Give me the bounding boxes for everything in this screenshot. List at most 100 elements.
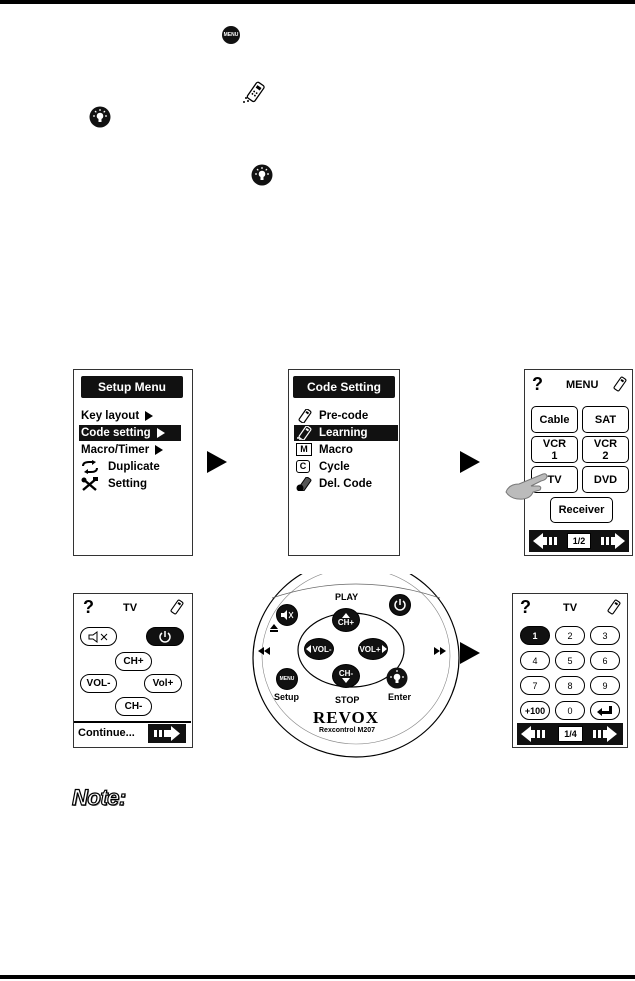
key-2[interactable]: 2 xyxy=(555,626,585,645)
menu-item-duplicate[interactable]: Duplicate xyxy=(81,459,160,475)
tv-screen: ? TV CH+ VOL- Vol+ CH- Continue... xyxy=(73,593,193,748)
stop-label: STOP xyxy=(335,695,360,705)
right-arrow-icon xyxy=(381,645,387,653)
page-nav-bar: 1/4 xyxy=(517,723,623,745)
key-9[interactable]: 9 xyxy=(590,676,620,695)
menu-item-macro[interactable]: M Macro xyxy=(296,442,353,458)
key-7[interactable]: 7 xyxy=(520,676,550,695)
menu-item-learning[interactable]: Learning xyxy=(294,425,398,441)
enter-bulb-icon xyxy=(251,164,273,186)
menu-button[interactable]: MENU xyxy=(276,668,298,690)
remote-icon xyxy=(298,408,312,424)
key-4[interactable]: 4 xyxy=(520,651,550,670)
menu-item-label: Key layout xyxy=(81,410,140,422)
menu-item-code-setting[interactable]: Code setting xyxy=(79,425,181,441)
page-indicator: 1/2 xyxy=(567,533,591,549)
mute-button[interactable] xyxy=(276,604,298,626)
menu-item-label: Macro xyxy=(319,444,353,456)
menu-item-label: Setting xyxy=(108,478,147,490)
remote-control: PLAY STOP CH+ CH- VOL- VOL+ MENU Setup E… xyxy=(252,570,460,758)
ch-up-label: CH+ xyxy=(337,618,355,627)
key-plus-100[interactable]: +100 xyxy=(520,701,550,720)
menu-item-label: Code setting xyxy=(81,427,151,439)
page-nav-bar: 1/2 xyxy=(529,530,629,552)
setup-label: Setup xyxy=(274,692,300,702)
device-button-vcr2[interactable]: VCR 2 xyxy=(582,436,629,463)
device-button-vcr1[interactable]: VCR 1 xyxy=(531,436,578,463)
play-label: PLAY xyxy=(335,592,359,602)
model-label: Rexcontrol M207 xyxy=(319,727,376,734)
menu-item-cycle[interactable]: C Cycle xyxy=(296,459,350,475)
bottom-rule xyxy=(0,975,635,979)
menu-item-macro-timer[interactable]: Macro/Timer xyxy=(81,442,164,458)
enter-key[interactable] xyxy=(590,701,620,720)
ch-down-button[interactable]: CH- xyxy=(332,664,360,688)
learning-icon xyxy=(297,425,312,441)
learning-remote-icon xyxy=(243,81,265,103)
ch-up-button[interactable]: CH+ xyxy=(115,652,152,671)
help-icon[interactable]: ? xyxy=(532,374,543,394)
power-button[interactable] xyxy=(146,627,184,646)
key-1[interactable]: 1 xyxy=(520,626,550,645)
next-arrow-icon xyxy=(154,726,180,741)
return-icon xyxy=(597,705,612,716)
enter-button[interactable] xyxy=(386,667,408,689)
next-page-icon[interactable] xyxy=(597,533,625,549)
vol-down-button[interactable]: VOL- xyxy=(304,638,334,660)
code-setting-title: Code Setting xyxy=(293,376,395,398)
mute-icon xyxy=(88,630,107,643)
device-button-receiver[interactable]: Receiver xyxy=(550,497,613,523)
device-menu-title: MENU xyxy=(566,379,599,391)
key-8[interactable]: 8 xyxy=(555,676,585,695)
ch-down-button[interactable]: CH- xyxy=(115,697,152,716)
down-arrow-icon xyxy=(342,678,350,683)
key-5[interactable]: 5 xyxy=(555,651,585,670)
ch-down-label: CH- xyxy=(338,669,354,678)
menu-item-pre-code[interactable]: Pre-code xyxy=(296,408,368,424)
mute-button[interactable] xyxy=(80,627,117,646)
vol-down-button[interactable]: VOL- xyxy=(80,674,117,693)
menu-item-label: Del. Code xyxy=(319,478,373,490)
power-button[interactable] xyxy=(389,594,411,616)
setup-menu-screen: Setup Menu Key layout Code setting Macro… xyxy=(73,369,193,556)
vol-up-button[interactable]: Vol+ xyxy=(144,674,182,693)
hand-pointer-icon xyxy=(505,473,548,500)
menu-item-setting[interactable]: Setting xyxy=(81,476,147,492)
continue-button[interactable] xyxy=(148,724,186,743)
next-page-icon[interactable] xyxy=(589,726,619,742)
vol-up-button[interactable]: VOL+ xyxy=(358,638,388,660)
prev-page-icon[interactable] xyxy=(521,726,551,742)
continue-label: Continue... xyxy=(78,727,135,739)
keypad-screen-title: TV xyxy=(563,602,578,614)
duplicate-icon xyxy=(82,459,98,474)
cycle-icon: C xyxy=(296,460,310,474)
key-3[interactable]: 3 xyxy=(590,626,620,645)
tools-icon xyxy=(81,476,98,491)
up-arrow-icon xyxy=(342,613,350,618)
ch-up-button[interactable]: CH+ xyxy=(332,608,360,632)
prev-page-icon[interactable] xyxy=(533,533,561,549)
mute-icon xyxy=(281,610,294,620)
menu-item-label: Duplicate xyxy=(108,461,160,473)
device-button-dvd[interactable]: DVD xyxy=(582,466,629,493)
remote-icon xyxy=(613,376,627,392)
help-icon[interactable]: ? xyxy=(520,597,531,617)
note-heading: Note: xyxy=(71,784,126,810)
flow-arrow-icon xyxy=(460,642,480,664)
menu-item-del-code[interactable]: Del. Code xyxy=(296,476,372,492)
device-button-cable[interactable]: Cable xyxy=(531,406,578,433)
menu-item-label: Cycle xyxy=(319,461,350,473)
flow-arrow-icon xyxy=(460,451,480,473)
menu-item-key-layout[interactable]: Key layout xyxy=(81,408,154,424)
flow-arrow-icon xyxy=(207,451,227,473)
key-6[interactable]: 6 xyxy=(590,651,620,670)
keypad-screen: ? TV 1 2 3 4 5 6 7 8 9 +100 0 1/4 xyxy=(512,593,628,748)
device-button-sat[interactable]: SAT xyxy=(582,406,629,433)
menu-item-label: Learning xyxy=(319,427,368,439)
power-icon xyxy=(159,630,171,643)
macro-icon: M xyxy=(296,443,312,457)
help-icon[interactable]: ? xyxy=(83,597,94,617)
brand-logo: REVOX xyxy=(313,708,380,727)
key-0[interactable]: 0 xyxy=(555,701,585,720)
menu-icon-label: MENU xyxy=(223,32,239,38)
